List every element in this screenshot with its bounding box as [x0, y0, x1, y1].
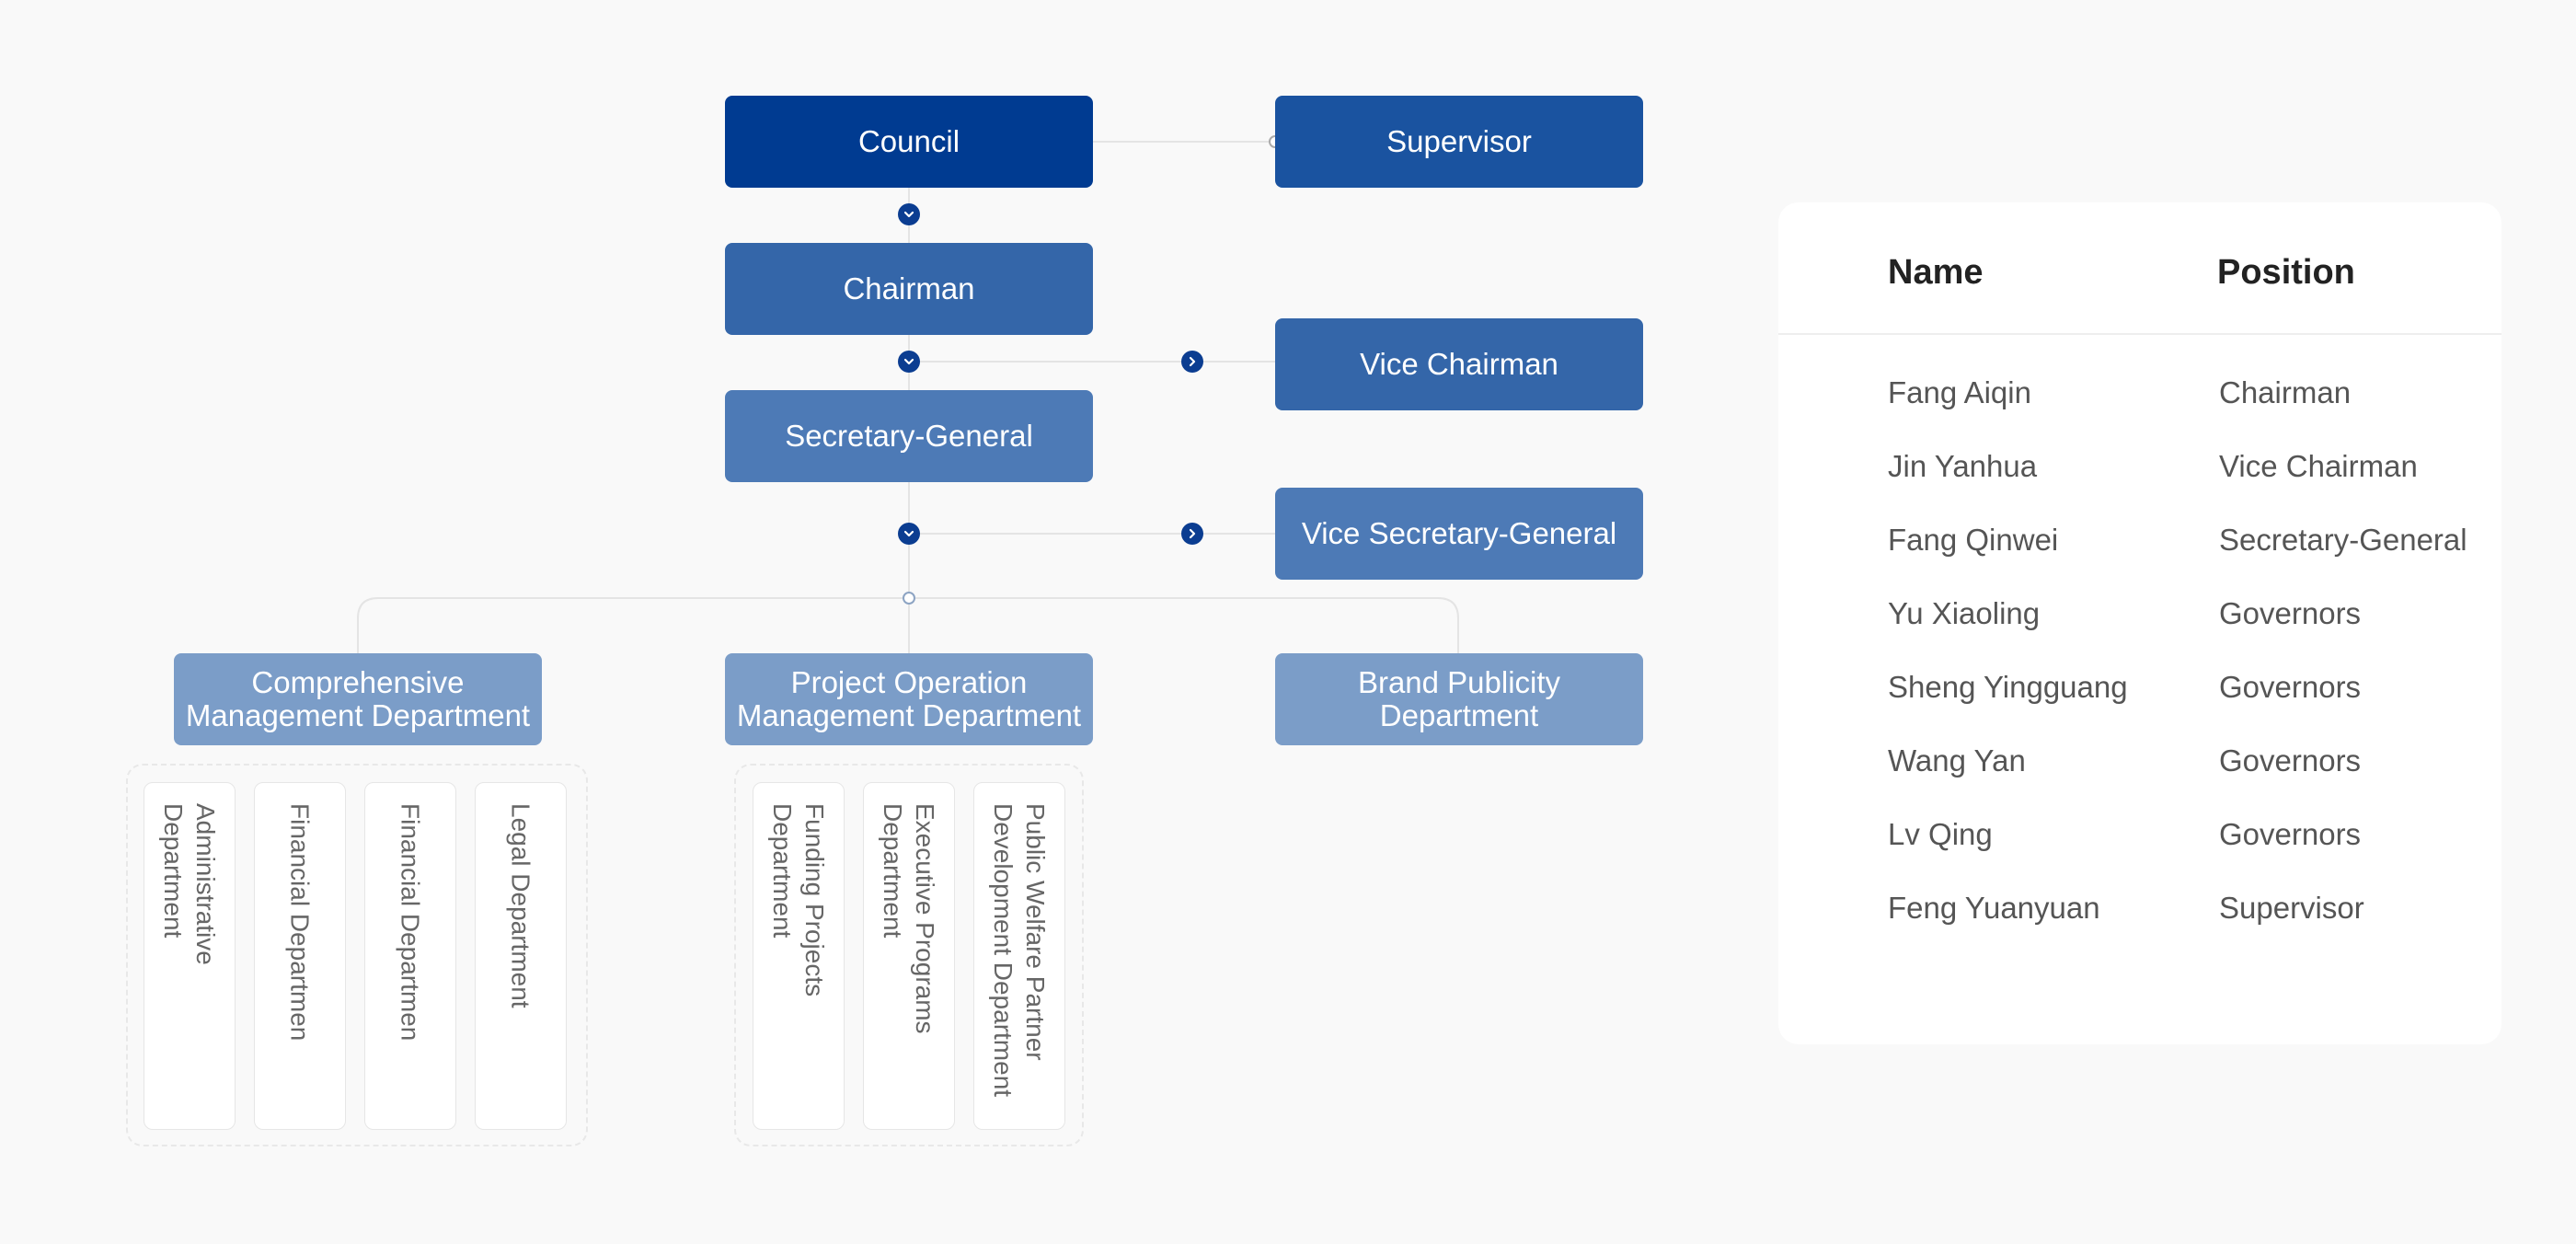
sub-department-group — [126, 764, 588, 1146]
table-row[interactable]: Sheng Yingguang Governors — [1778, 670, 2501, 725]
department-node[interactable]: Comprehensive Management Department — [174, 653, 542, 745]
sub-department-card[interactable]: Legal Department — [475, 782, 567, 1130]
sub-department-card[interactable]: Executive Programs Department — [863, 782, 955, 1130]
department-node[interactable]: Brand Publicity Department — [1275, 653, 1643, 745]
supervisor-node[interactable]: Supervisor — [1275, 96, 1643, 188]
member-position: Governors — [2219, 743, 2362, 778]
council-label: Council — [857, 123, 960, 158]
column-header-name: Name — [1888, 253, 1984, 292]
sub-department-label: Legal Department — [506, 803, 535, 1008]
chevron-down-icon[interactable] — [898, 351, 920, 373]
table-row[interactable]: Jin Yanhua Vice Chairman — [1778, 449, 2501, 504]
sub-department-card[interactable]: Public Welfare Partner Development Depar… — [973, 782, 1065, 1130]
member-position: Supervisor — [2219, 891, 2364, 925]
member-position: Governors — [2219, 670, 2362, 704]
table-row[interactable]: Feng Yuanyuan Supervisor — [1778, 891, 2501, 946]
member-name: Sheng Yingguang — [1888, 670, 2128, 704]
vice-secretary-general-label: Vice Secretary-General — [1301, 515, 1617, 550]
sub-department-label: Executive Programs Department — [879, 803, 939, 1034]
member-position: Secretary-General — [2219, 523, 2467, 557]
member-name: Fang Qinwei — [1888, 523, 2059, 557]
chevron-right-icon[interactable] — [1181, 351, 1203, 373]
member-position: Governors — [2219, 817, 2362, 851]
sub-department-label: Financial Departmen — [396, 803, 425, 1042]
sub-department-label: Funding Projects Department — [768, 803, 829, 997]
member-position: Governors — [2219, 596, 2362, 630]
table-row[interactable]: Fang Aiqin Chairman — [1778, 375, 2501, 431]
member-name: Wang Yan — [1888, 743, 2026, 778]
sub-department-label: Financial Departmen — [285, 803, 315, 1042]
table-row[interactable]: Fang Qinwei Secretary-General — [1778, 523, 2501, 578]
member-name: Yu Xiaoling — [1888, 596, 2041, 630]
column-header-position: Position — [2217, 253, 2355, 292]
vice-secretary-general-node[interactable]: Vice Secretary-General — [1275, 488, 1643, 580]
member-name: Fang Aiqin — [1888, 375, 2031, 409]
sub-department-card[interactable]: Funding Projects Department — [753, 782, 845, 1130]
department-label: Project Operation Management Department — [736, 664, 1082, 732]
chevron-down-icon[interactable] — [898, 203, 920, 225]
secretary-general-label: Secretary-General — [785, 418, 1033, 453]
table-row[interactable]: Wang Yan Governors — [1778, 743, 2501, 799]
sub-department-card[interactable]: Financial Departmen — [254, 782, 346, 1130]
chairman-node[interactable]: Chairman — [725, 243, 1093, 335]
council-node[interactable]: Council — [725, 96, 1093, 188]
member-name: Lv Qing — [1888, 817, 1993, 851]
member-table-panel: Name Position Fang Aiqin Chairman Jin Ya… — [1778, 202, 2501, 1044]
department-node[interactable]: Project Operation Management Department — [725, 653, 1093, 745]
sub-department-label: Administrative Department — [159, 803, 220, 965]
chairman-label: Chairman — [843, 271, 975, 305]
member-position: Chairman — [2219, 375, 2352, 409]
sub-department-card[interactable]: Administrative Department — [144, 782, 236, 1130]
connector-dot — [903, 592, 915, 605]
supervisor-label: Supervisor — [1386, 123, 1532, 158]
vice-chairman-label: Vice Chairman — [1360, 346, 1558, 381]
vice-chairman-node[interactable]: Vice Chairman — [1275, 318, 1643, 410]
table-row[interactable]: Yu Xiaoling Governors — [1778, 596, 2501, 651]
member-name: Jin Yanhua — [1888, 449, 2038, 483]
chevron-right-icon[interactable] — [1181, 523, 1203, 545]
chevron-down-icon[interactable] — [898, 523, 920, 545]
table-header: Name Position — [1778, 202, 2501, 335]
table-row[interactable]: Lv Qing Governors — [1778, 817, 2501, 872]
secretary-general-node[interactable]: Secretary-General — [725, 390, 1093, 482]
department-label: Comprehensive Management Department — [185, 664, 531, 732]
department-label: Brand Publicity Department — [1357, 664, 1561, 732]
member-name: Feng Yuanyuan — [1888, 891, 2100, 925]
sub-department-card[interactable]: Financial Departmen — [364, 782, 456, 1130]
sub-department-label: Public Welfare Partner Development Depar… — [989, 803, 1050, 1098]
sub-department-group — [734, 764, 1084, 1146]
member-position: Vice Chairman — [2219, 449, 2418, 483]
